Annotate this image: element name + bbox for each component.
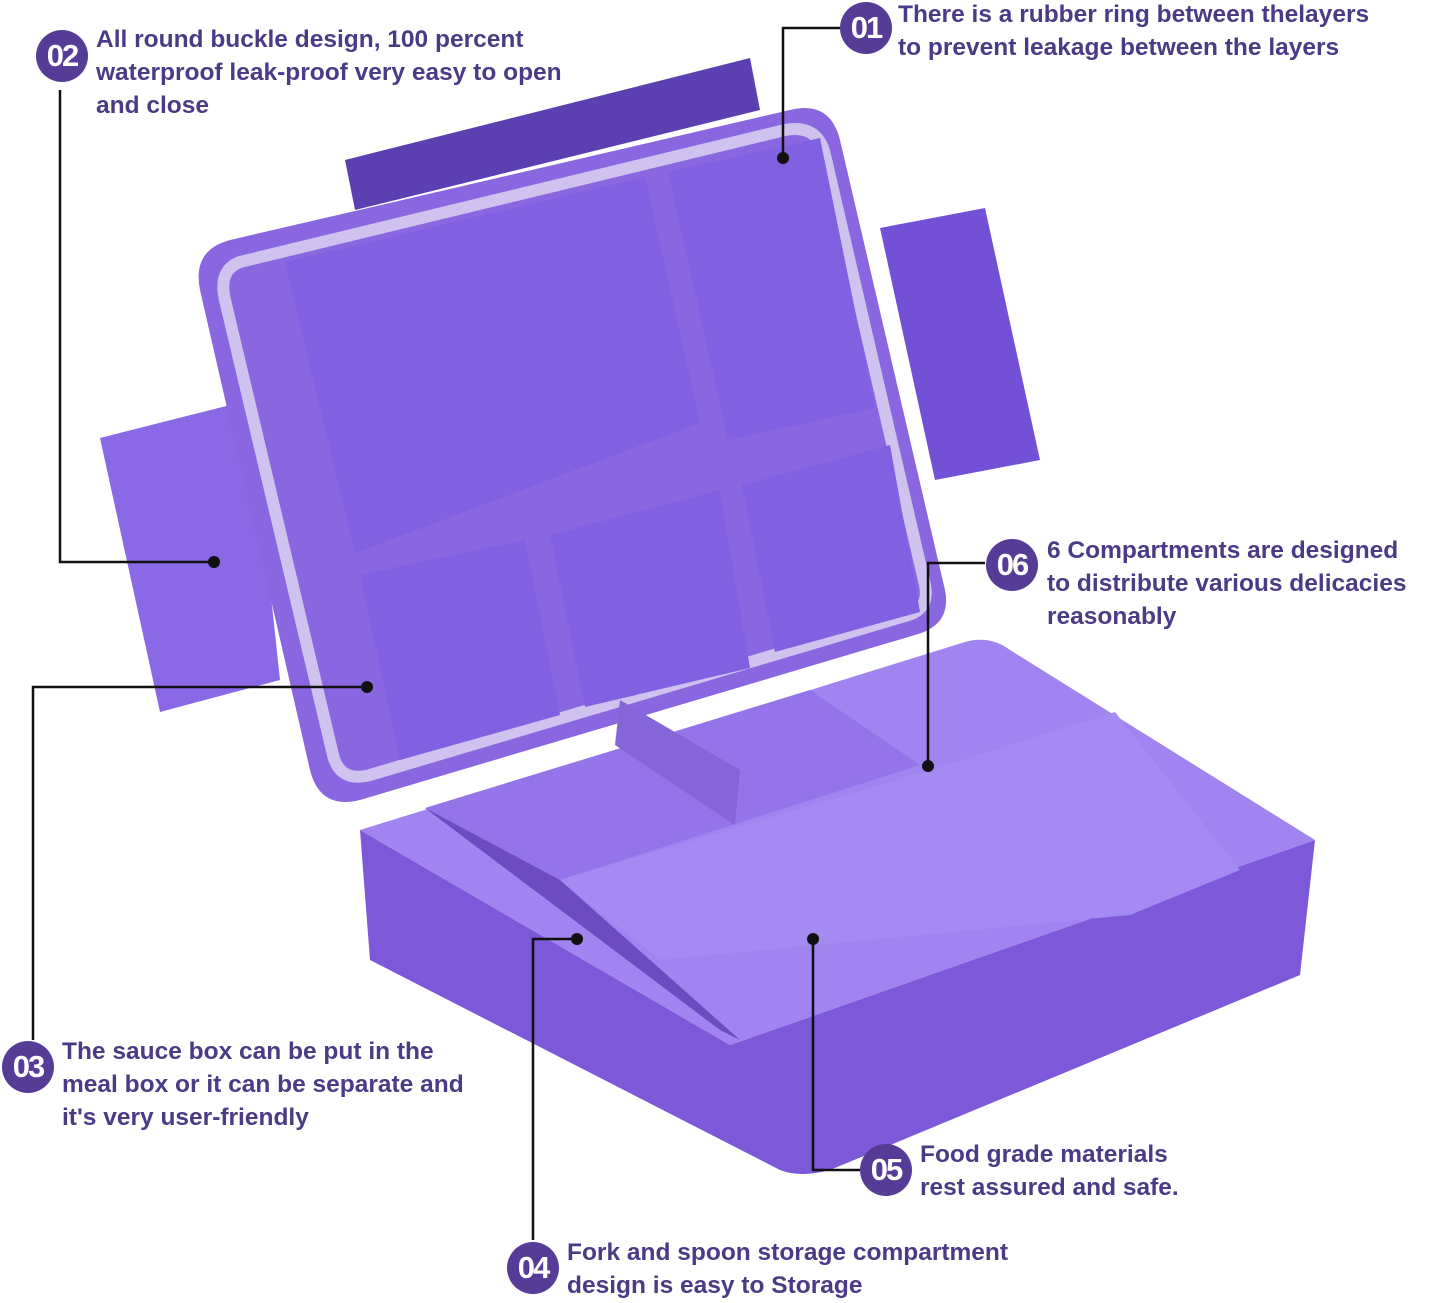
callout-06-text: 6 Compartments are designed to distribut… [1047,537,1407,630]
callout-04-text: Fork and spoon storage compartment desig… [567,1239,1009,1299]
badge-04: 04 [507,1242,559,1294]
callout-01-text: There is a rubber ring between thelayers… [898,1,1370,61]
lid-clip-right [880,208,1040,480]
callout-05-text: Food grade materials rest assured and sa… [920,1141,1179,1201]
lid-clip-top [345,58,760,210]
badge-02: 02 [36,30,88,82]
badge-03: 03 [2,1041,54,1093]
base-front [360,830,1315,1174]
callout-03-text: The sauce box can be put in the meal box… [62,1038,464,1131]
badge-06: 06 [986,539,1038,591]
lid-clip-left [100,400,280,712]
leader-dots [208,152,934,945]
base-compartments [425,690,1240,1040]
badge-05: 05 [860,1144,912,1196]
leader-lines [31,26,985,1240]
callout-02-text: All round buckle design, 100 percent wat… [96,26,562,119]
badge-01: 01 [840,2,892,54]
lid-compartments [285,138,920,760]
